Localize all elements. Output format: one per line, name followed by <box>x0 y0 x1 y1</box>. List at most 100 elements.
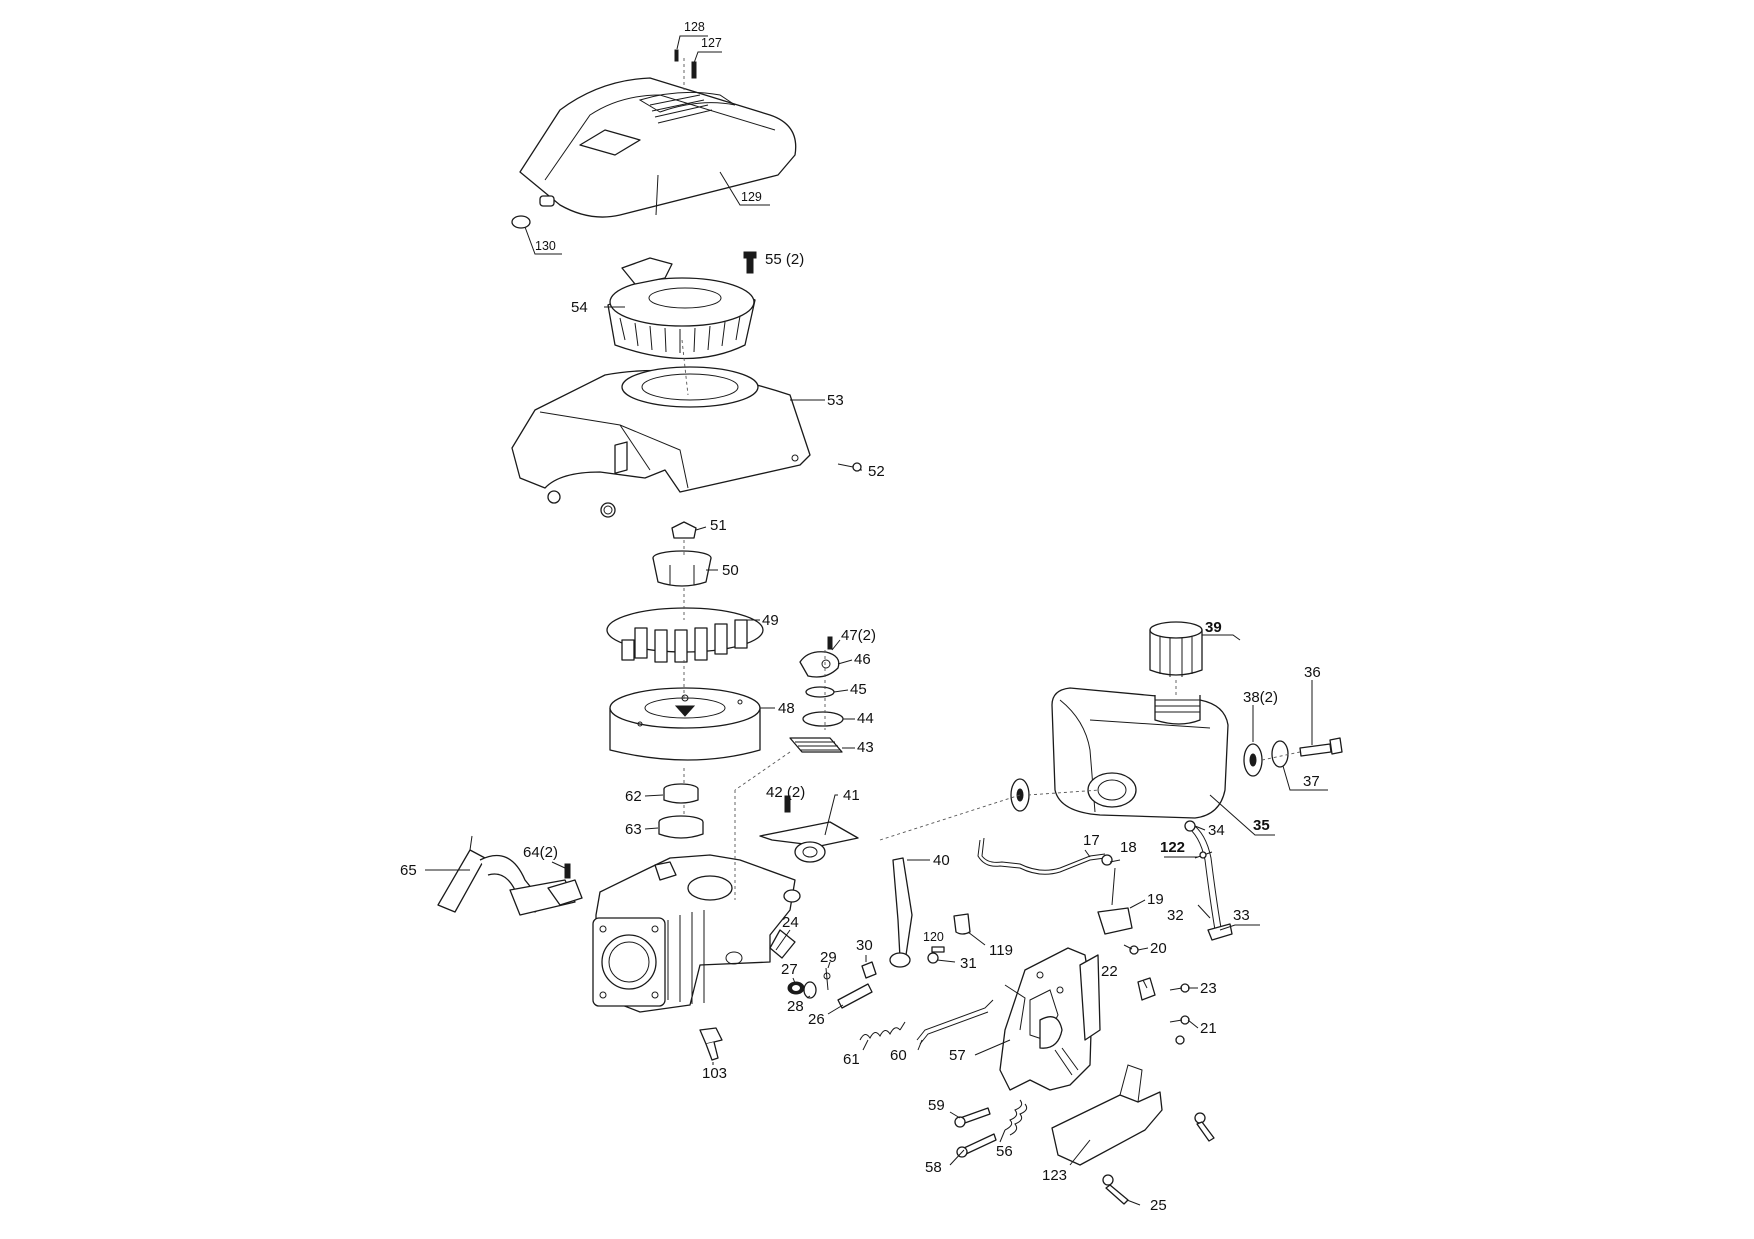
part-sleeve-63 <box>658 815 704 839</box>
part-shaft-26 <box>837 983 873 1009</box>
callout-60: 60 <box>890 1047 907 1064</box>
part-filter-43 <box>789 737 843 753</box>
part-washer-62 <box>663 783 699 804</box>
callout-57: 57 <box>949 1047 966 1064</box>
part-control-bracket-57 <box>999 947 1101 1091</box>
part-screw-127 <box>691 61 697 79</box>
part-fuel-hose-32 <box>1184 822 1233 941</box>
part-throttle-lever-40 <box>889 857 913 968</box>
part-fuel-cap-39 <box>1149 621 1203 677</box>
callout-36: 36 <box>1304 664 1321 681</box>
callout-28: 28 <box>787 998 804 1015</box>
callout-33: 33 <box>1233 907 1250 924</box>
part-recoil-starter <box>607 257 756 360</box>
callout-119: 119 <box>989 942 1013 959</box>
callout-labels: 128 127 129 130 55 (2) 54 53 52 51 50 49… <box>400 20 1321 1214</box>
callout-17: 17 <box>1083 832 1100 849</box>
callout-31: 31 <box>960 955 977 972</box>
callout-22: 22 <box>1101 963 1118 980</box>
part-coil-64 <box>509 879 583 916</box>
part-clip-27 <box>787 981 805 995</box>
part-bolt-36 <box>1299 737 1343 757</box>
part-drain-plug-103 <box>699 1027 723 1061</box>
part-bolt-47 <box>827 636 833 650</box>
callout-44: 44 <box>857 710 874 727</box>
part-bolt-59 <box>954 1107 991 1128</box>
callout-18: 18 <box>1120 839 1137 856</box>
callout-51: 51 <box>710 517 727 534</box>
callout-21: 21 <box>1200 1020 1217 1037</box>
part-pin-29 <box>823 967 831 991</box>
callout-65: 65 <box>400 862 417 879</box>
callout-45: 45 <box>850 681 867 698</box>
callout-34: 34 <box>1208 822 1225 839</box>
callout-103: 103 <box>702 1065 727 1082</box>
part-washer-28 <box>803 981 817 999</box>
part-fuel-line-17 <box>977 837 1106 875</box>
callout-122: 122 <box>1160 839 1185 856</box>
callout-23: 23 <box>1200 980 1217 997</box>
part-pin-30 <box>861 961 877 979</box>
callout-41: 41 <box>843 787 860 804</box>
part-fan-housing <box>511 366 811 518</box>
callout-52: 52 <box>868 463 885 480</box>
part-screw-20 <box>1123 944 1139 955</box>
callout-29: 29 <box>820 949 837 966</box>
part-screw-31 <box>927 952 939 964</box>
callout-27: 27 <box>781 961 798 978</box>
callout-129: 129 <box>741 190 762 204</box>
part-screw-128 <box>674 49 679 62</box>
part-clamp-119 <box>953 913 971 935</box>
part-nut-22 <box>1137 977 1156 1001</box>
callout-38: 38(2) <box>1243 689 1278 706</box>
callout-58: 58 <box>925 1159 942 1176</box>
part-washer-38-right <box>1243 743 1263 777</box>
part-bolt-42 <box>784 795 791 813</box>
callout-43: 43 <box>857 739 874 756</box>
callout-123: 123 <box>1042 1167 1067 1184</box>
part-screw-21 <box>1169 1015 1190 1045</box>
part-bolt-extra <box>1194 1112 1215 1142</box>
callout-20: 20 <box>1150 940 1167 957</box>
callout-32: 32 <box>1167 907 1184 924</box>
part-fuel-tank-35 <box>1051 687 1229 819</box>
part-bolt-55 <box>743 251 757 274</box>
callout-30: 30 <box>856 937 873 954</box>
part-bolt-58 <box>956 1133 997 1158</box>
part-spring-56 <box>1004 1099 1028 1136</box>
callout-59: 59 <box>928 1097 945 1114</box>
part-screw-52 <box>837 462 862 472</box>
part-washer-38-left <box>1010 778 1030 812</box>
part-clip-18 <box>1101 854 1113 866</box>
callout-26: 26 <box>808 1011 825 1028</box>
part-engine-block <box>592 854 801 1013</box>
callout-54: 54 <box>571 299 588 316</box>
callout-62: 62 <box>625 788 642 805</box>
part-bolt-25 <box>1102 1174 1129 1205</box>
part-nut-51 <box>671 521 697 539</box>
part-link-60 <box>916 999 994 1045</box>
callout-56: 56 <box>996 1143 1013 1160</box>
callout-46: 46 <box>854 651 871 668</box>
leader-lines <box>425 35 1328 1206</box>
part-screw-23 <box>1169 983 1190 993</box>
callout-128: 128 <box>684 20 705 34</box>
callout-37: 37 <box>1303 773 1320 790</box>
part-gasket-41 <box>759 821 859 863</box>
callout-49: 49 <box>762 612 779 629</box>
part-washer-37 <box>1271 740 1289 768</box>
part-plate-46 <box>799 651 840 678</box>
part-fan-49 <box>606 441 764 663</box>
callout-55: 55 (2) <box>765 251 804 268</box>
part-flywheel-48 <box>609 687 761 761</box>
part-bolt-64 <box>564 863 571 879</box>
callout-39: 39 <box>1205 619 1222 636</box>
callout-40: 40 <box>933 852 950 869</box>
callout-53: 53 <box>827 392 844 409</box>
part-spring-61 <box>859 1021 906 1041</box>
callout-47: 47(2) <box>841 627 876 644</box>
callout-61: 61 <box>843 1051 860 1068</box>
callout-63: 63 <box>625 821 642 838</box>
